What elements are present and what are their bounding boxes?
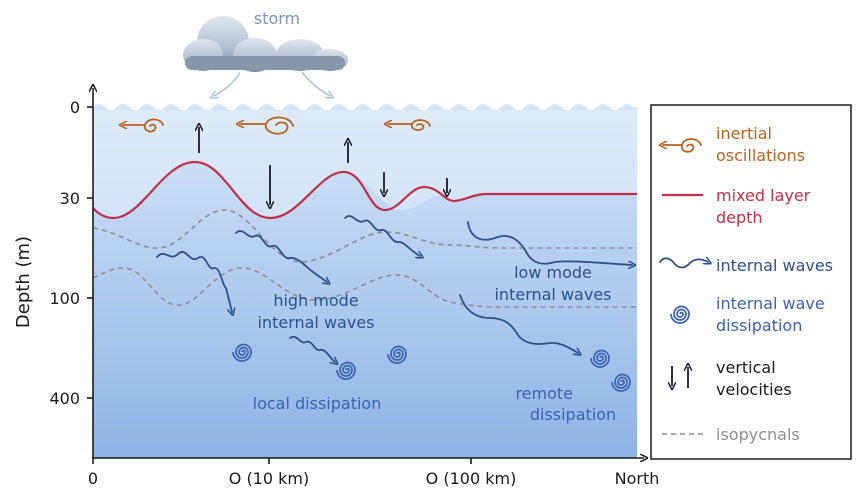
storm-label: storm <box>254 9 300 28</box>
dissipation-spirals <box>232 343 631 392</box>
remote-dissipation-label-line1: remote <box>515 384 573 403</box>
storm-cloud-icon <box>183 16 348 96</box>
legend-dissipation-line1: internal wave <box>716 294 825 313</box>
legend-inertial-line1: inertial <box>716 124 772 143</box>
axes <box>87 88 644 464</box>
x-tick-10km: O (10 km) <box>229 469 309 488</box>
y-tick-30: 30 <box>60 189 80 208</box>
isopycnal-upper <box>92 209 637 263</box>
remote-dissipation-label-line2: dissipation <box>530 405 616 424</box>
legend-internal-wave-icon <box>659 258 708 269</box>
legend-isopycnals: isopycnals <box>716 425 800 444</box>
legend-vertical-velocity-icon <box>672 366 688 388</box>
legend-inertial-line2: oscillations <box>716 146 805 165</box>
y-tick-400: 400 <box>49 389 80 408</box>
low-mode-label-line2: internal waves <box>494 285 611 304</box>
local-dissipation-label: local dissipation <box>253 394 382 413</box>
mixed-layer-region <box>93 110 637 219</box>
inertial-oscillation-icons <box>123 116 431 135</box>
legend-velocity-line2: velocities <box>716 380 792 399</box>
y-axis-title: Depth (m) <box>13 236 34 328</box>
y-tick-0: 0 <box>70 98 80 117</box>
vertical-velocity-arrows <box>199 127 447 205</box>
x-tick-north: North <box>615 469 660 488</box>
y-tick-100: 100 <box>49 289 80 308</box>
high-mode-label-line2: internal waves <box>257 313 374 332</box>
internal-wave-squiggles <box>156 215 632 362</box>
isopycnal-lower <box>92 267 637 308</box>
legend-dissipation-line2: dissipation <box>716 316 802 335</box>
legend-mixed-layer-line1: mixed layer <box>716 186 811 205</box>
legend-velocity-line1: vertical <box>716 358 776 377</box>
high-mode-label-line1: high mode <box>273 291 358 310</box>
legend-mixed-layer-line2: depth <box>716 208 763 227</box>
x-tick-100km: O (100 km) <box>426 469 517 488</box>
legend-internal-waves: internal waves <box>716 256 833 275</box>
legend-dissipation-icon <box>670 305 690 324</box>
x-tick-0: 0 <box>88 469 98 488</box>
legend-box <box>650 104 852 460</box>
low-mode-label-line1: low mode <box>514 263 592 282</box>
legend-inertial-icon <box>663 138 702 153</box>
